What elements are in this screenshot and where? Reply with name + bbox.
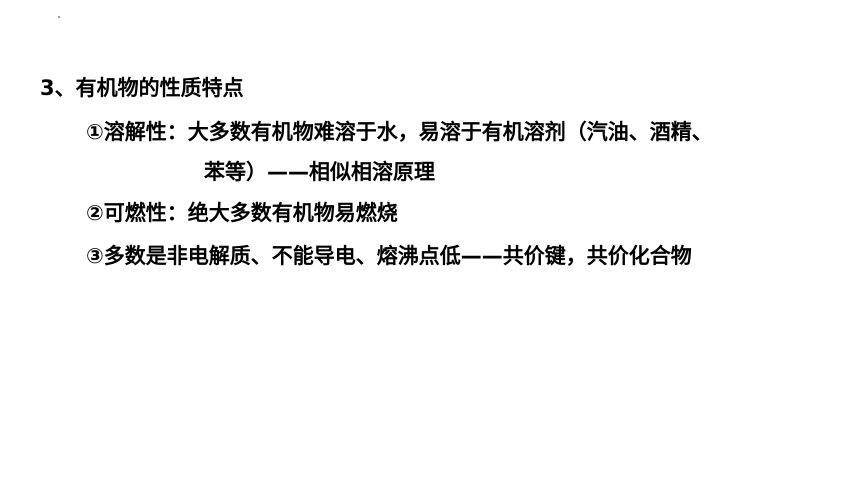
property-solubility: ①溶解性：大多数有机物难溶于水，易溶于有机溶剂（汽油、酒精、 xyxy=(86,120,713,144)
property-flammability: ②可燃性：绝大多数有机物易燃烧 xyxy=(86,201,398,225)
property-solubility-continuation: 苯等）——相似相溶原理 xyxy=(204,160,435,184)
corner-dot xyxy=(58,16,60,18)
property-nonelectrolyte: ③多数是非电解质、不能导电、熔沸点低——共价键，共价化合物 xyxy=(86,244,692,268)
section-heading: 3、有机物的性质特点 xyxy=(40,76,244,100)
